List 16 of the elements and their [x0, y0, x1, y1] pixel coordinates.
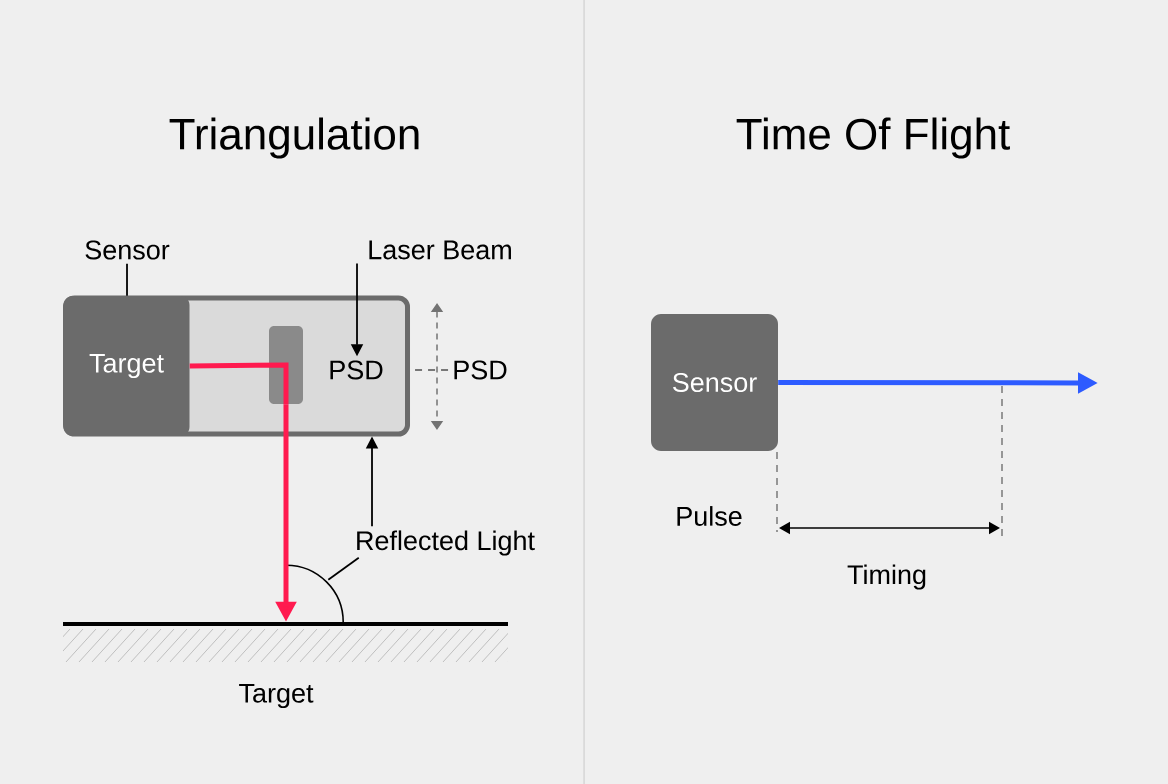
laser-beam	[189, 362, 289, 405]
psd-label: PSD	[330, 360, 383, 380]
pulse-label: Pulse	[677, 506, 742, 526]
leader-line	[327, 556, 360, 581]
sensor-box: Sensor	[651, 314, 778, 451]
heading: Triangulation	[169, 117, 419, 159]
callout-label: PSD	[454, 360, 507, 380]
detector-strip	[269, 326, 303, 404]
target-label: Target	[239, 683, 314, 709]
callout-label: Reflected Light	[357, 530, 535, 556]
timing-label: Timing	[847, 564, 926, 590]
leader-line	[126, 262, 128, 297]
sensor-label: Sensor	[85, 240, 170, 260]
emitter-block: Target	[63, 296, 190, 436]
callout-label: Laser Beam	[369, 240, 511, 260]
heading: Time Of Flight	[736, 117, 1010, 159]
